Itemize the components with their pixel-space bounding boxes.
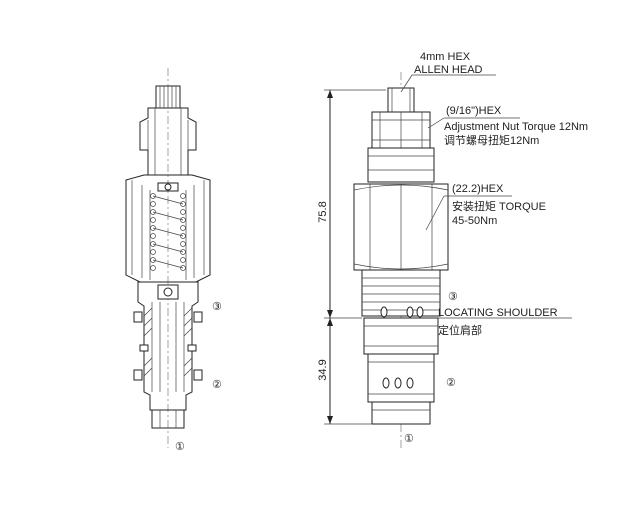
port3-label-section: ③ — [212, 301, 222, 313]
spring-coils — [150, 193, 186, 271]
label-4mm-hex: 4mm HEX — [420, 51, 471, 63]
port1-label-section: ① — [175, 441, 185, 453]
dimension-lower: 34.9 — [317, 359, 329, 380]
label-locating-shoulder: LOCATING SHOULDER — [438, 307, 558, 319]
label-install-torque: 安装扭矩 TORQUE — [452, 199, 546, 213]
section-hatching — [143, 307, 193, 377]
label-install-torque-value: 45-50Nm — [452, 215, 497, 227]
label-adjust-torque-cn: 调节螺母扭矩12Nm — [444, 133, 539, 147]
port2-label-external: ② — [446, 377, 456, 389]
port1-label-external: ① — [404, 433, 414, 445]
external-view: 75.8 34.9 4mm HEX ALLEN HEAD (9/16")HEX … — [317, 51, 588, 448]
port3-label-external: ③ — [448, 291, 458, 303]
label-916-hex: (9/16")HEX — [446, 105, 502, 117]
dimension-overall: 75.8 — [317, 201, 329, 222]
port2-label-section: ② — [212, 379, 222, 391]
label-locating-shoulder-cn: 定位肩部 — [438, 323, 482, 337]
label-allen-head: ALLEN HEAD — [414, 64, 483, 76]
label-adjust-torque-en: Adjustment Nut Torque 12Nm — [444, 121, 588, 133]
label-222-hex: (22.2)HEX — [452, 183, 504, 195]
section-view: ③ ② ① — [125, 68, 222, 453]
